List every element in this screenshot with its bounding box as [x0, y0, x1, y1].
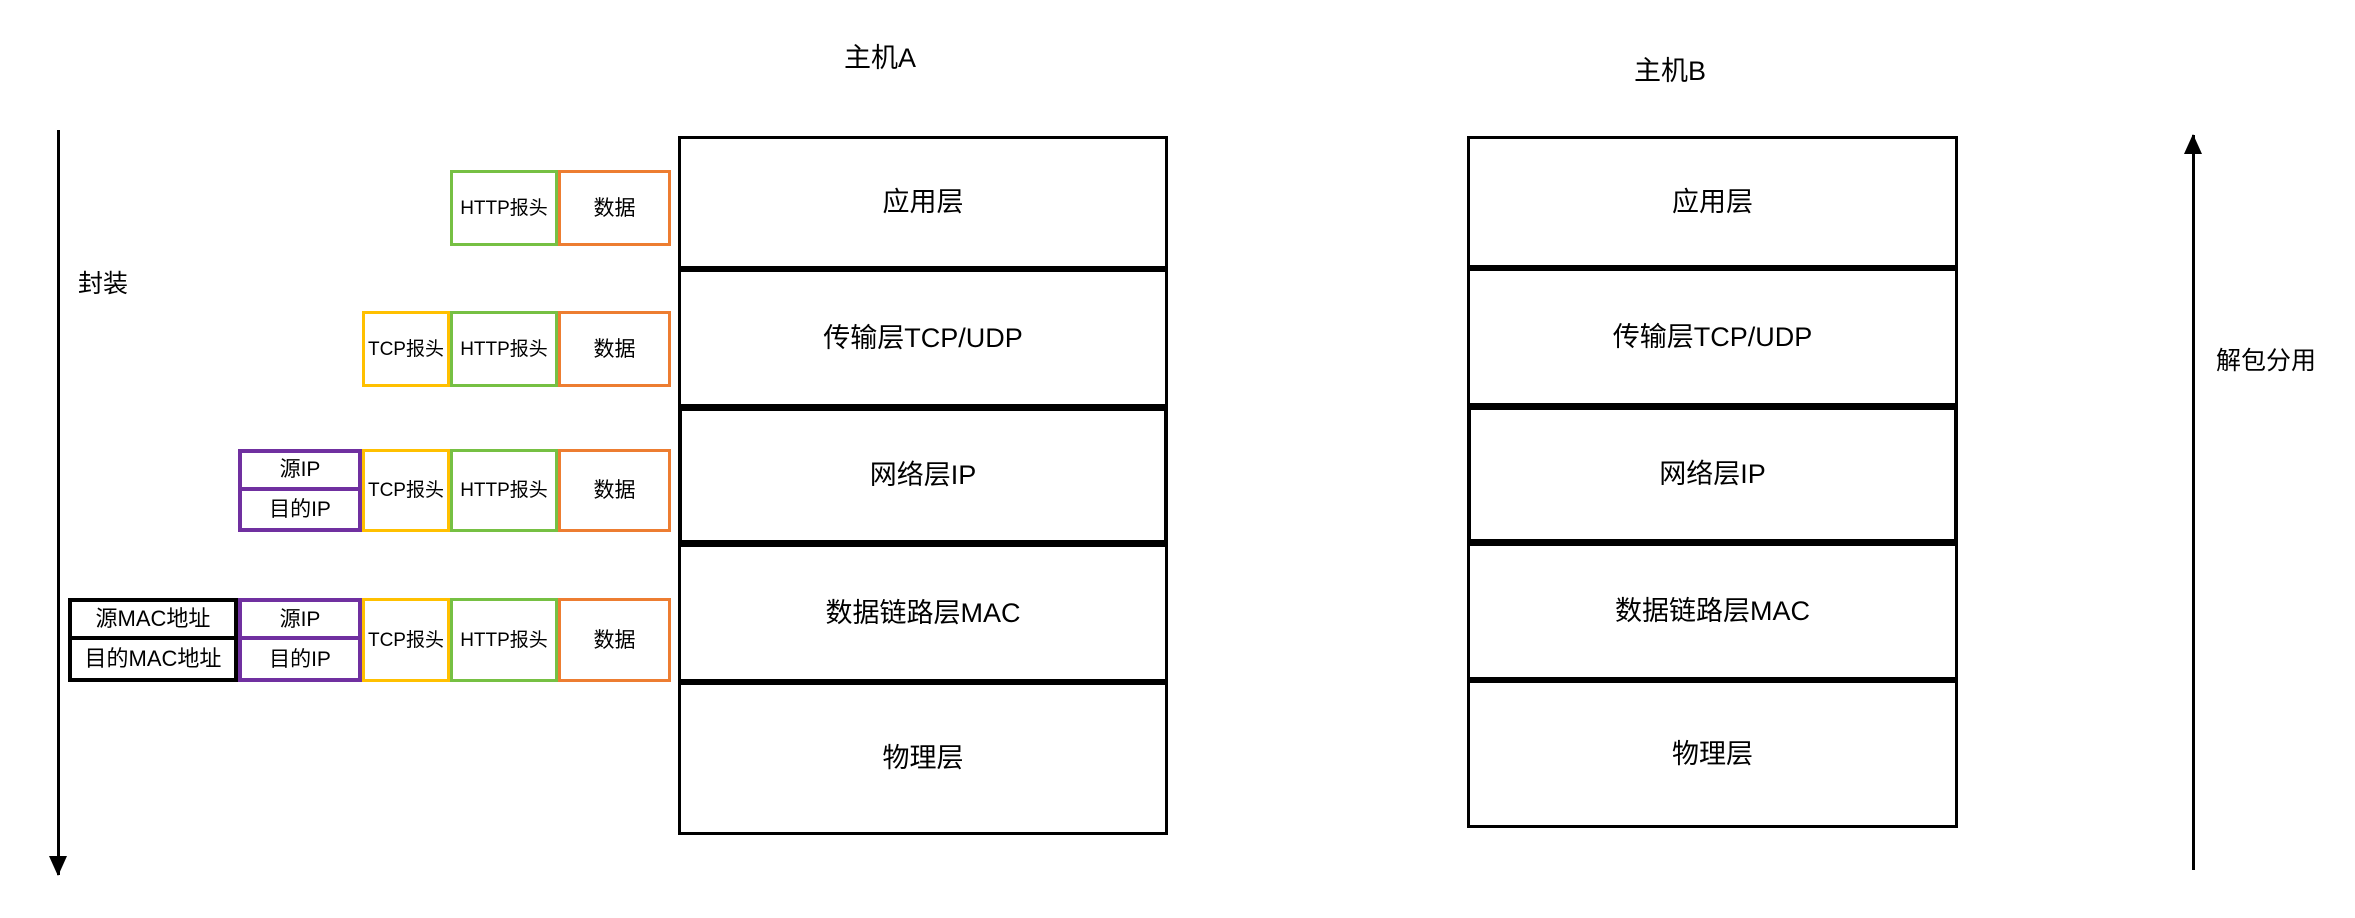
host-b-layer-datalink[interactable]: 数据链路层MAC — [1467, 543, 1958, 680]
host-b-layer-application-label: 应用层 — [1672, 186, 1753, 217]
demultiplex-arrow-label: 解包分用 — [2216, 347, 2317, 375]
packet-application-data-label: 数据 — [593, 196, 636, 220]
packet-network-http-header: HTTP报头 — [450, 449, 558, 532]
packet-datalink-src-mac-label: 源MAC地址 — [95, 606, 211, 631]
packet-datalink-dst-mac: 目的MAC地址 — [72, 640, 234, 678]
packet-datalink-http-header: HTTP报头 — [450, 598, 558, 682]
host-a-layer-transport-label: 传输层TCP/UDP — [823, 322, 1023, 353]
packet-application-http-header: HTTP报头 — [450, 170, 558, 246]
host-a-layer-physical[interactable]: 物理层 — [678, 682, 1168, 835]
host-b-layer-datalink-label: 数据链路层MAC — [1615, 596, 1810, 626]
host-a-layer-network-label: 网络层IP — [869, 460, 977, 490]
packet-datalink-dst-ip-label: 目的IP — [269, 647, 331, 671]
packet-network-tcp-header-label: TCP报头 — [367, 480, 444, 501]
demultiplex-arrow-head-icon — [2184, 134, 2202, 154]
packet-datalink-data-label: 数据 — [593, 628, 636, 652]
host-b-layer-network-label: 网络层IP — [1659, 459, 1766, 489]
packet-network-tcp-header: TCP报头 — [362, 449, 450, 532]
packet-transport-http-header-label: HTTP报头 — [460, 338, 548, 360]
packet-datalink-http-header-label: HTTP报头 — [460, 629, 548, 651]
host-b-layer-physical-label: 物理层 — [1672, 738, 1753, 769]
host-b-layer-physical[interactable]: 物理层 — [1467, 680, 1958, 828]
packet-application-http-header-label: HTTP报头 — [460, 197, 548, 219]
packet-application-data: 数据 — [558, 170, 671, 246]
encapsulation-arrow-line — [57, 130, 60, 875]
host-a-layer-physical-label: 物理层 — [882, 743, 964, 773]
host-a-layer-datalink-label: 数据链路层MAC — [825, 597, 1021, 628]
host-b-layer-network[interactable]: 网络层IP — [1467, 406, 1958, 543]
host-b-stack: 应用层 传输层TCP/UDP 网络层IP 数据链路层MAC 物理层 — [1467, 136, 1958, 828]
host-a-title: 主机A — [843, 43, 916, 73]
demultiplex-arrow-line — [2192, 135, 2195, 870]
packet-transport-tcp-header-label: TCP报头 — [367, 338, 444, 360]
packet-datalink-dst-mac-label: 目的MAC地址 — [84, 646, 222, 671]
host-a-layer-application[interactable]: 应用层 — [678, 136, 1168, 269]
packet-transport-tcp-header: TCP报头 — [362, 311, 450, 387]
host-a-layer-datalink[interactable]: 数据链路层MAC — [678, 544, 1168, 682]
packet-transport-http-header: HTTP报头 — [450, 311, 558, 387]
packet-datalink-data: 数据 — [558, 598, 671, 682]
packet-network-data-label: 数据 — [593, 479, 636, 502]
packet-network-dst-ip: 目的IP — [242, 490, 358, 528]
packet-datalink-src-mac: 源MAC地址 — [72, 602, 234, 640]
host-b-layer-application[interactable]: 应用层 — [1467, 136, 1958, 268]
packet-network-src-ip-label: 源IP — [279, 458, 321, 482]
host-a-layer-network[interactable]: 网络层IP — [678, 407, 1168, 544]
packet-datalink-dst-ip: 目的IP — [242, 640, 358, 678]
packet-network-http-header-label: HTTP报头 — [460, 480, 548, 501]
packet-network-ip-block: 源IP 目的IP — [238, 449, 362, 532]
packet-datalink-tcp-header-label: TCP报头 — [367, 629, 444, 651]
packet-datalink-tcp-header: TCP报头 — [362, 598, 450, 682]
packet-network-src-ip: 源IP — [242, 453, 358, 491]
packet-datalink-src-ip: 源IP — [242, 602, 358, 640]
packet-transport-data-label: 数据 — [593, 337, 636, 361]
packet-network-dst-ip-label: 目的IP — [269, 497, 331, 521]
encapsulation-arrow-head-icon — [49, 856, 67, 876]
host-b-layer-transport[interactable]: 传输层TCP/UDP — [1467, 268, 1958, 406]
packet-network-data: 数据 — [558, 449, 671, 532]
encapsulation-arrow — [49, 130, 67, 876]
host-a-stack: 应用层 传输层TCP/UDP 网络层IP 数据链路层MAC 物理层 — [678, 136, 1168, 835]
packet-datalink-ip-block: 源IP 目的IP — [238, 598, 362, 682]
host-a-layer-application-label: 应用层 — [882, 187, 964, 217]
host-a-layer-transport[interactable]: 传输层TCP/UDP — [678, 269, 1168, 407]
packet-datalink-mac-block: 源MAC地址 目的MAC地址 — [68, 598, 238, 682]
packet-transport-data: 数据 — [558, 311, 671, 387]
host-b-title: 主机B — [1633, 56, 1706, 86]
host-b-layer-transport-label: 传输层TCP/UDP — [1612, 321, 1813, 352]
encapsulation-arrow-label: 封装 — [78, 270, 129, 298]
demultiplex-arrow — [2184, 134, 2202, 870]
packet-datalink-src-ip-label: 源IP — [279, 607, 321, 631]
